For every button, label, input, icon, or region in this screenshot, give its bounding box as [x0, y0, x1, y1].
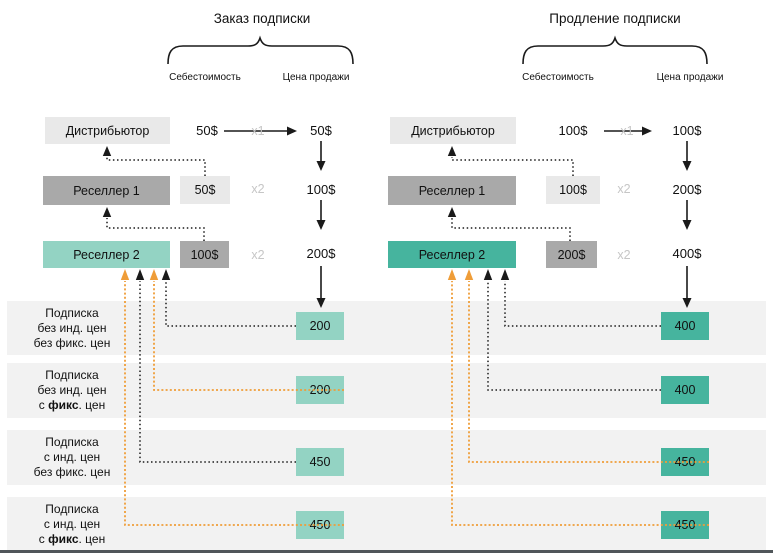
left-result-row2: 200	[296, 376, 344, 404]
left-cost-conn-2	[106, 218, 205, 241]
right-reseller2-box: Реселлер 2	[388, 241, 516, 268]
right-reseller2-cost: 200$	[557, 247, 586, 262]
right-reseller1-cost: 100$	[559, 183, 587, 197]
row4-label: Подписка с инд. цен с фикс. цен	[20, 497, 124, 551]
left-reseller2-label: Реселлер 2	[73, 247, 140, 262]
row4-line1: Подписка	[45, 501, 99, 516]
right-up-head-row1	[500, 269, 510, 280]
right-result-row3: 450	[661, 448, 709, 476]
left-r1-conn-head	[102, 207, 112, 217]
row1-line3: без фикс. цен	[33, 335, 111, 350]
left-section-title: Заказ подписки	[213, 11, 311, 26]
row4-line3: с фикс. цен	[38, 531, 106, 546]
left-reseller1-box: Реселлер 1	[43, 176, 170, 205]
right-distributor-price: 100$	[672, 123, 702, 138]
right-section-title: Продление подписки	[549, 11, 681, 26]
left-reseller2-cost-box: 100$	[180, 241, 229, 268]
right-r1-conn-head	[447, 207, 457, 217]
left-reseller1-price: 100$	[306, 182, 336, 197]
right-up-head-row3	[464, 269, 474, 280]
right-distributor-cost: 100$	[558, 123, 588, 138]
right-price-head-1	[682, 161, 692, 171]
left-reseller2-cost: 100$	[190, 247, 219, 262]
row2-line1: Подписка	[45, 368, 99, 382]
right-distributor-label: Дистрибьютор	[411, 123, 495, 138]
right-result-row2: 400	[661, 376, 709, 404]
left-reseller1-cost: 50$	[194, 183, 216, 197]
left-reseller1-label: Реселлер 1	[73, 183, 140, 198]
left-distributor-label: Дистрибьютор	[65, 123, 150, 138]
right-result-row1: 400	[661, 312, 709, 340]
right-reseller2-price: 400$	[672, 246, 702, 261]
row1-line1: Подписка	[45, 305, 99, 320]
left-up-head-row3	[135, 269, 145, 280]
right-dist-conn-head	[447, 146, 457, 156]
right-x1-label: x1	[620, 124, 633, 138]
left-distributor-cost: 50$	[196, 123, 218, 138]
left-up-head-row4	[120, 269, 130, 280]
right-up-head-row4	[447, 269, 457, 280]
right-result-row4: 450	[661, 511, 709, 539]
left-dist-conn-head	[102, 146, 112, 156]
right-cost-header: Себестоимость	[522, 72, 594, 83]
left-reseller1-cost-box: 50$	[180, 176, 230, 204]
right-r1-x2-label: x2	[617, 182, 630, 196]
row1-line2: без инд. цен	[37, 320, 107, 335]
row2-line2: без инд. цен	[37, 383, 107, 397]
row2-line3: с фикс. цен	[38, 398, 106, 412]
right-cost-conn-1	[451, 157, 574, 176]
left-cost-header: Себестоимость	[169, 72, 241, 83]
left-distributor-box: Дистрибьютор	[45, 117, 170, 144]
left-r2-x2-label: x2	[251, 248, 264, 262]
right-up-head-row2	[483, 269, 493, 280]
left-up-head-row1	[161, 269, 171, 280]
right-cost-conn-2	[451, 218, 571, 241]
left-price-head-1	[316, 161, 326, 171]
right-price-head-2	[682, 220, 692, 230]
right-brace	[522, 35, 708, 65]
left-result-row1: 200	[296, 312, 344, 340]
right-distributor-box: Дистрибьютор	[390, 117, 516, 144]
left-up-head-row2	[149, 269, 159, 280]
row2-label: Подписка без инд. цен с фикс. цен	[20, 363, 124, 418]
left-cost-conn-1	[106, 157, 206, 176]
row3-line3: без фикс. цен	[33, 465, 111, 479]
right-x1-arrowhead	[642, 126, 652, 136]
left-x1-label: x1	[251, 124, 264, 138]
row3-label: Подписка с инд. цен без фикс. цен	[20, 430, 124, 485]
row3-line1: Подписка	[45, 435, 99, 449]
right-reseller2-label: Реселлер 2	[418, 247, 486, 262]
left-result-row3: 450	[296, 448, 344, 476]
left-price-header: Цена продажи	[282, 72, 350, 83]
right-reseller1-price: 200$	[672, 182, 702, 197]
right-r2-x2-label: x2	[617, 248, 630, 262]
left-result-row4: 450	[296, 511, 344, 539]
right-reseller1-label: Реселлер 1	[418, 183, 486, 198]
row4-line2: с инд. цен	[43, 516, 101, 531]
left-brace	[167, 35, 354, 65]
left-price-head-2	[316, 220, 326, 230]
row1-label: Подписка без инд. цен без фикс. цен	[20, 301, 124, 355]
left-reseller2-price: 200$	[306, 246, 336, 261]
bottom-divider-line	[0, 550, 773, 553]
left-reseller2-box: Реселлер 2	[43, 241, 170, 268]
right-reseller1-cost-box: 100$	[546, 176, 600, 204]
right-reseller1-box: Реселлер 1	[388, 176, 516, 205]
row3-line2: с инд. цен	[43, 450, 101, 464]
right-price-header: Цена продажи	[656, 72, 724, 83]
left-r1-x2-label: x2	[251, 182, 264, 196]
right-reseller2-cost-box: 200$	[546, 241, 597, 268]
left-distributor-price: 50$	[310, 123, 332, 138]
